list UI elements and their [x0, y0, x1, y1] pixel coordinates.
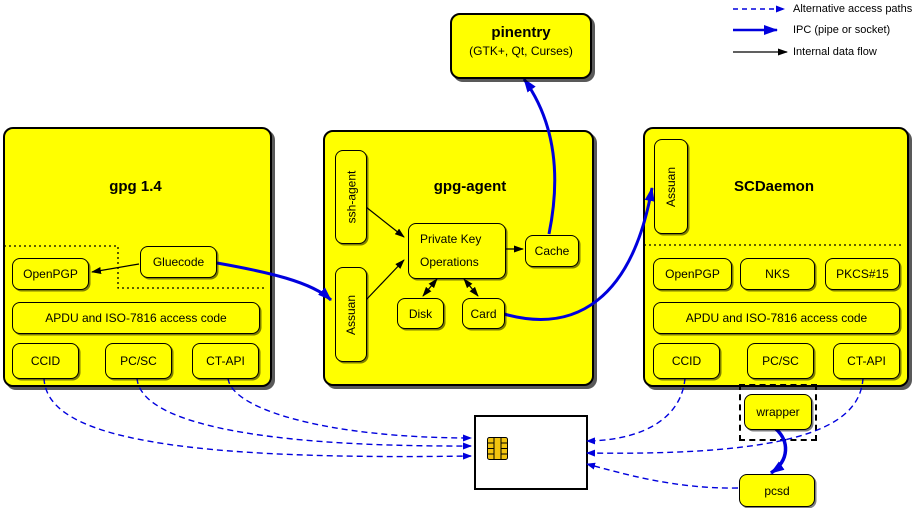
- scdaemon-nks-node: NKS: [740, 258, 815, 290]
- gpg14-gluecode-node: Gluecode: [140, 246, 217, 278]
- pinentry-subtitle: (GTK+, Qt, Curses): [469, 44, 573, 58]
- dashed-gpg14-ccid-to-card: [43, 377, 472, 460]
- pko-line1: Private Key: [420, 232, 482, 246]
- wrapper-node: wrapper: [744, 394, 812, 430]
- scdaemon-pcsc-label: PC/SC: [762, 354, 799, 368]
- legend-label-ipc: IPC (pipe or socket): [793, 24, 891, 36]
- gpg-agent-title: gpg-agent: [433, 178, 507, 195]
- dashed-gpg14-ctapi-to-card: [227, 377, 472, 442]
- dashed-gpg14-pcsc-to-card: [136, 377, 472, 450]
- gpg14-openpgp-label: OpenPGP: [23, 267, 78, 281]
- dashed-pcsd-to-card: [586, 462, 739, 489]
- scdaemon-ctapi-node: CT-API: [833, 343, 900, 379]
- scdaemon-apdu-node: APDU and ISO-7816 access code: [653, 302, 900, 334]
- scdaemon-apdu-label: APDU and ISO-7816 access code: [685, 311, 868, 325]
- dashed-scdaemon-ccid-to-card: [586, 377, 686, 445]
- gpg14-ctapi-label: CT-API: [206, 354, 245, 368]
- legend-label-internal: Internal data flow: [793, 46, 877, 58]
- dashed-scdaemon-ctapi-to-card: [586, 377, 864, 457]
- pcsd-label: pcsd: [764, 483, 790, 498]
- gpg14-apdu-label: APDU and ISO-7816 access code: [45, 311, 227, 325]
- gpg-agent-cache-node: Cache: [525, 235, 579, 267]
- scdaemon-assuan-node: Assuan: [654, 139, 688, 234]
- gpg-agent-assuan-label: Assuan: [344, 294, 358, 335]
- wrapper-label: wrapper: [756, 405, 800, 419]
- gpg-agent-private-key-ops-node: Private Key Operations: [408, 223, 506, 279]
- gpg14-ccid-label: CCID: [30, 354, 61, 368]
- scdaemon-assuan-label: Assuan: [664, 166, 678, 207]
- gpg-agent-card-node: Card: [462, 298, 505, 329]
- pinentry-title: pinentry: [491, 24, 551, 41]
- smartcard: [474, 415, 588, 490]
- scdaemon-openpgp-node: OpenPGP: [653, 258, 732, 290]
- gpg14-ctapi-node: CT-API: [192, 343, 259, 379]
- scdaemon-title: SCDaemon: [733, 178, 815, 195]
- gpg-agent-disk-node: Disk: [397, 298, 444, 329]
- gpg14-openpgp-node: OpenPGP: [12, 258, 89, 290]
- scdaemon-openpgp-label: OpenPGP: [665, 267, 720, 281]
- gpg14-ccid-node: CCID: [12, 343, 79, 379]
- gpg-agent-card-label: Card: [470, 306, 497, 321]
- scdaemon-pcsc-node: PC/SC: [747, 343, 814, 379]
- gpg-agent-cache-label: Cache: [534, 244, 570, 258]
- scdaemon-ctapi-label: CT-API: [847, 354, 886, 368]
- scdaemon-ccid-label: CCID: [671, 354, 702, 368]
- gpg14-pcsc-label: PC/SC: [120, 354, 157, 368]
- gpg14-pcsc-node: PC/SC: [105, 343, 172, 379]
- scdaemon-pkcs15-label: PKCS#15: [836, 267, 889, 281]
- gpg-agent-sshagent-node: ssh-agent: [335, 150, 367, 244]
- gpg14-apdu-node: APDU and ISO-7816 access code: [12, 302, 260, 334]
- legend-label-alternative: Alternative access paths: [793, 3, 913, 15]
- smartcard-chip-icon: [487, 437, 508, 465]
- gpg14-gluecode-label: Gluecode: [152, 255, 205, 269]
- gpg14-title: gpg 1.4: [109, 178, 162, 195]
- gpg-agent-assuan-node: Assuan: [335, 267, 367, 362]
- scdaemon-ccid-node: CCID: [653, 343, 720, 379]
- gpg-agent-disk-label: Disk: [408, 306, 433, 321]
- pko-line2: Operations: [420, 255, 479, 269]
- gpg-agent-sshagent-label: ssh-agent: [344, 170, 359, 224]
- pcsd-node: pcsd: [739, 474, 815, 507]
- pinentry-node: pinentry (GTK+, Qt, Curses): [450, 13, 592, 79]
- scdaemon-pkcs15-node: PKCS#15: [825, 258, 900, 290]
- scdaemon-nks-label: NKS: [765, 267, 790, 281]
